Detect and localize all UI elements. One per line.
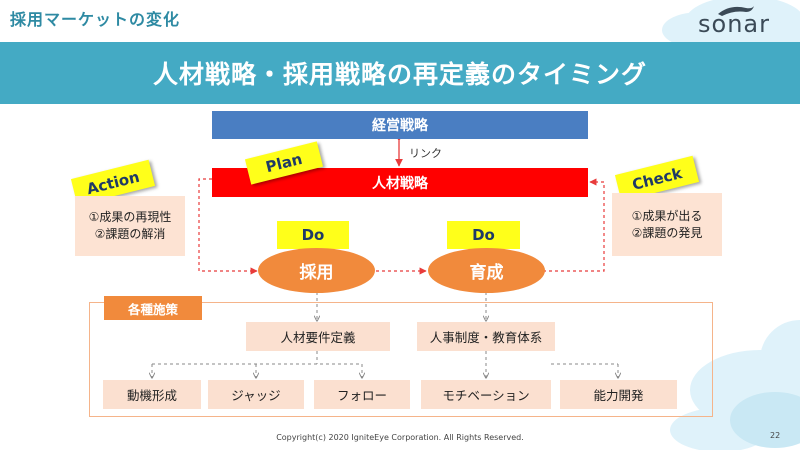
main-title: 人材戦略・採用戦略の再定義のタイミング: [152, 60, 647, 89]
check-item: ①成果が出る: [631, 208, 703, 223]
stage-development: 育成: [428, 248, 545, 293]
stage-recruiting: 採用: [258, 248, 375, 293]
link-label: リンク: [409, 147, 442, 160]
measure-tile: ジャッジ: [208, 380, 304, 409]
action-items: ①成果の再現性 ②課題の解消: [75, 196, 185, 256]
section-title: 採用マーケットの変化: [10, 10, 181, 29]
action-item: ①成果の再現性: [88, 210, 172, 224]
sonar-logo: sonar: [698, 6, 770, 38]
measure-tile: モチベーション: [421, 380, 551, 409]
copyright: Copyright(c) 2020 IgniteEye Corporation.…: [276, 432, 524, 442]
do-tag: Do: [447, 221, 520, 249]
measures-frame: [89, 302, 713, 417]
business-strategy-bar: 経営戦略: [212, 111, 588, 139]
measure-tile: フォロー: [314, 380, 410, 409]
dolphin-icon: [718, 6, 754, 16]
measure-tile: 人材要件定義: [246, 322, 390, 351]
measures-label: 各種施策: [104, 296, 202, 320]
page-number: 22: [770, 431, 781, 440]
do-tag: Do: [277, 221, 349, 249]
title-banner: [0, 42, 800, 104]
check-items: ①成果が出る ②課題の発見: [612, 193, 722, 256]
measure-tile: 人事制度・教育体系: [417, 322, 555, 351]
check-loop-arrow: [543, 178, 605, 272]
logo-text: sonar: [698, 10, 770, 38]
check-item: ②課題の発見: [631, 225, 703, 240]
measure-tile: 能力開発: [560, 380, 677, 409]
action-item: ②課題の解消: [94, 227, 166, 241]
action-loop-arrow: [198, 178, 258, 275]
measure-tile: 動機形成: [103, 380, 201, 409]
